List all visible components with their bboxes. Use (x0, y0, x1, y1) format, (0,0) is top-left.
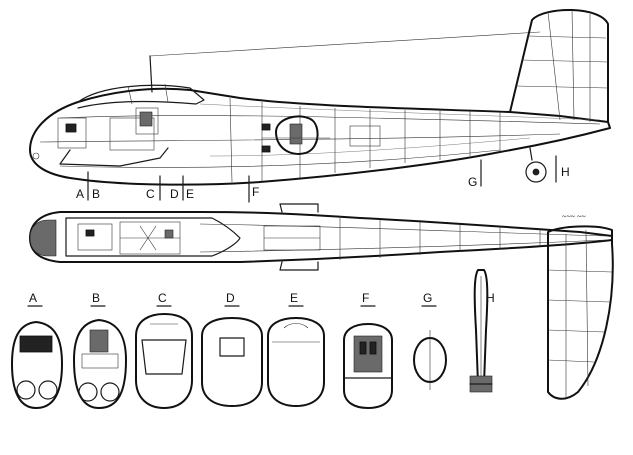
tail-wheel (525, 161, 547, 183)
top-horizontal-tail (547, 225, 614, 400)
top-view: ~~~ ~~ (29, 203, 614, 400)
section-d: D (201, 291, 263, 407)
section-label-h: H (486, 291, 495, 305)
top-wing-root-left (279, 203, 319, 213)
side-wing-attachment (275, 115, 319, 155)
side-view: A B C D E F G H (29, 9, 611, 203)
section-b: B (73, 291, 127, 409)
station-label-f: F (252, 185, 259, 199)
section-h: H (469, 269, 495, 393)
section-a: A (11, 291, 63, 409)
station-labels: A B C D E F G H (76, 165, 570, 201)
station-label-b: B (92, 187, 100, 201)
station-label-c: C (146, 187, 155, 201)
side-canopy (77, 84, 205, 109)
station-label-h: H (561, 165, 570, 179)
section-label-f: F (362, 291, 369, 305)
draftsman-signature: ~~~ ~~ (562, 212, 586, 221)
section-label-e: E (290, 291, 298, 305)
section-label-b: B (92, 291, 100, 305)
top-wing-root-right (279, 261, 319, 271)
section-label-c: C (158, 291, 167, 305)
station-label-g: G (468, 175, 477, 189)
section-label-a: A (29, 291, 37, 305)
top-fuselage-frames (339, 216, 541, 260)
section-g: G (413, 291, 447, 390)
station-label-e: E (186, 187, 194, 201)
station-label-a: A (76, 187, 84, 201)
section-f: F (343, 291, 393, 409)
section-label-g: G (423, 291, 432, 305)
section-e: E (267, 291, 325, 407)
section-label-d: D (226, 291, 235, 305)
fin-ribs (515, 9, 609, 122)
section-c: C (135, 291, 193, 409)
tail-ribs (547, 229, 613, 398)
station-markers (87, 155, 557, 203)
station-label-d: D (170, 187, 179, 201)
cross-sections: A B C D (11, 269, 495, 409)
side-vertical-fin (509, 9, 609, 122)
top-cockpit (65, 217, 241, 257)
top-fuselage-outline (29, 211, 613, 263)
side-fuselage-outline (29, 87, 611, 186)
